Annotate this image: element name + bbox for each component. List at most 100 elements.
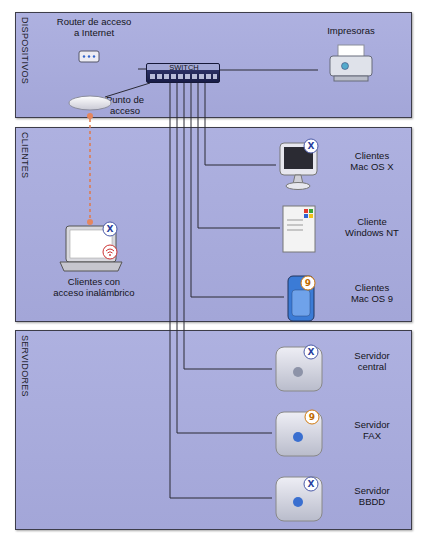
imac-foot [286, 183, 310, 190]
network-cable [198, 83, 280, 228]
apple-logo [293, 432, 303, 442]
imac-screen [284, 147, 313, 169]
drive-slot [287, 225, 303, 226]
printer-icon [330, 45, 372, 81]
node-label: Clientes Mac OS X [346, 150, 398, 172]
switch-port [150, 74, 155, 79]
group-band: CLIENTES Clientes con acceso inalámbrico C… [15, 127, 412, 322]
windows-logo [309, 209, 313, 213]
group-band: DISPOSITIVOS Router de acceso a InternetS… [15, 12, 412, 118]
node-label: Impresoras [318, 25, 384, 36]
server-icon [276, 345, 322, 391]
network-cable [220, 70, 318, 71]
os-badge [103, 222, 117, 236]
printer-light [342, 63, 349, 70]
printer-body [330, 56, 372, 76]
switch-port [192, 74, 197, 79]
mac-tower-body [288, 276, 314, 321]
client-node: Cliente Windows NT [280, 203, 406, 253]
access-point-body [69, 96, 111, 110]
group-band: SERVIDORES Servidor centralServidor FAX Se… [15, 330, 412, 530]
windows-logo [304, 209, 308, 213]
switch-box: SWITCH [146, 63, 220, 83]
drive-slot [287, 230, 303, 231]
node-label: Clientes con acceso inalámbrico [53, 276, 136, 298]
server-node: Servidor central [272, 343, 406, 395]
wifi-badge [103, 245, 117, 259]
server-icon [276, 410, 322, 456]
os-badge [304, 139, 318, 153]
windows-logo [309, 214, 313, 218]
band-title: DISPOSITIVOS [19, 17, 30, 84]
printer-tray [334, 76, 368, 81]
network-cable [170, 83, 272, 498]
network-cable [184, 83, 272, 369]
wireless-link [89, 119, 91, 219]
laptop-icon [60, 222, 122, 271]
mac-tower-panel [292, 290, 310, 316]
switch-ports [150, 74, 217, 79]
server-body [276, 412, 322, 456]
os-badge [304, 345, 318, 359]
network-cable [205, 83, 276, 165]
printer-paper [338, 45, 364, 58]
router-node: Router de acceso a Internet [50, 16, 138, 72]
router-led [88, 55, 90, 57]
pc-tower-icon [283, 206, 315, 252]
network-cable [191, 83, 284, 297]
imac-body [280, 143, 317, 175]
server-body [276, 347, 322, 391]
access-point-node: Punto de acceso [68, 94, 180, 114]
node-label: Cliente Windows NT [344, 216, 400, 238]
pc-tower-body [283, 206, 315, 252]
server-icon [276, 477, 322, 521]
switch-port [185, 74, 190, 79]
client-node: Clientes Mac OS 9 [284, 272, 406, 322]
server-body [276, 477, 322, 521]
node-label: Clientes Mac OS 9 [346, 282, 398, 304]
printer-node: Impresoras [318, 22, 384, 84]
mac-tower-icon [288, 276, 315, 321]
laptop-screen [70, 230, 112, 258]
os-badge [301, 276, 315, 290]
client-node: Clientes Mac OS X [276, 138, 406, 192]
switch-port [157, 74, 162, 79]
apple-logo [293, 497, 303, 507]
laptop-lid [66, 226, 116, 262]
os-badge [305, 410, 319, 424]
switch-port [213, 74, 217, 79]
switch-port [178, 74, 183, 79]
server-node: Servidor FAX [272, 408, 406, 458]
wireless-dot [87, 113, 93, 119]
router-led [83, 55, 85, 57]
wifi-symbol [109, 254, 111, 256]
node-label: Servidor FAX [346, 419, 398, 441]
apple-logo [293, 367, 303, 377]
switch-port [164, 74, 169, 79]
node-label: Servidor central [346, 350, 398, 372]
node-label: SWITCH [147, 63, 221, 73]
wireless-dot [87, 219, 93, 225]
server-node: Servidor BBDD [272, 473, 406, 523]
switch-port [199, 74, 204, 79]
node-label: Punto de acceso [102, 94, 148, 116]
network-cable [177, 83, 272, 433]
access-point-icon [69, 96, 111, 225]
network-cable [105, 83, 150, 97]
drive-slot [287, 220, 303, 221]
network-cable [138, 69, 146, 70]
switch-port [206, 74, 211, 79]
os-badge [304, 477, 318, 491]
imac-neck [293, 175, 303, 184]
router-icon [79, 51, 99, 62]
wifi-symbol [106, 249, 114, 253]
client-node: Clientes con acceso inalámbrico [48, 218, 140, 300]
node-label: Servidor BBDD [346, 485, 398, 507]
laptop-base [60, 262, 122, 271]
windows-logo [304, 214, 308, 218]
band-title: SERVIDORES [19, 335, 30, 397]
router-body [79, 51, 99, 62]
band-title: CLIENTES [19, 132, 30, 178]
imac-icon [280, 139, 318, 190]
node-label: Router de acceso a Internet [54, 16, 134, 38]
